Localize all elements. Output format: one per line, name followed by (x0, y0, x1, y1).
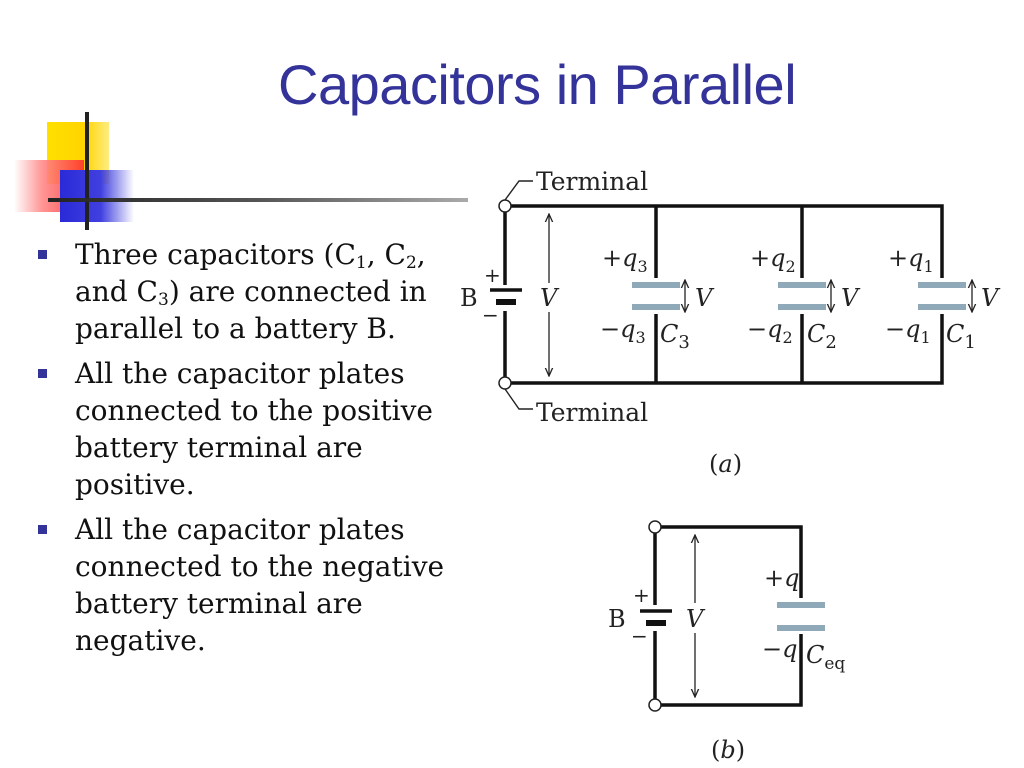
c2-minus-charge: −q2 (747, 315, 793, 347)
corner-decoration (0, 0, 470, 240)
bullet-square-icon (38, 525, 47, 534)
terminal-top-label: Terminal (536, 167, 648, 196)
terminal-bottom-node (498, 376, 512, 390)
battery-plus: + (484, 263, 501, 287)
c1-plus-charge: +q1 (888, 244, 934, 276)
slide-title: Capacitors in Parallel (278, 53, 797, 116)
c2-voltage: V (841, 284, 861, 312)
terminal-b-top-node (648, 520, 662, 534)
wire-a (503, 204, 944, 385)
battery-b-label: B (608, 605, 626, 633)
bullet-square-icon (38, 250, 47, 259)
battery-b-voltage: V (686, 605, 706, 633)
circuit-b: B + − V +q −q Ceq (b) (608, 520, 845, 764)
battery-voltage: V (540, 284, 560, 312)
c3-name: C3 (660, 320, 690, 353)
bullet-square-icon (38, 369, 47, 378)
battery-label: B (460, 284, 478, 312)
bullet-list: Three capacitors (C1, C2, and C3) are co… (34, 236, 454, 667)
bullet-item: All the capacitor plates connected to th… (34, 511, 454, 659)
bullet-item: Three capacitors (C1, C2, and C3) are co… (34, 236, 454, 347)
terminal-b-bottom-node (648, 698, 662, 712)
battery-b-plus: + (633, 583, 650, 607)
horizontal-rule (48, 198, 468, 202)
bullet-item: All the capacitor plates connected to th… (34, 355, 454, 503)
c3-minus-charge: −q3 (600, 315, 646, 347)
bullet-text: All the capacitor plates connected to th… (75, 357, 433, 501)
battery-b-minus: − (631, 624, 648, 648)
blue-square (60, 170, 134, 222)
battery-minus: − (482, 303, 499, 327)
c3-voltage: V (695, 284, 715, 312)
ceq-minus-charge: −q (762, 635, 797, 663)
terminal-bottom-label: Terminal (536, 398, 648, 427)
vertical-rule (85, 112, 89, 230)
bullet-text: Three capacitors (C1, C2, and C3) are co… (75, 238, 427, 345)
c1-name: C1 (946, 320, 976, 353)
c1-voltage: V (981, 284, 1001, 312)
caption-b: (b) (711, 736, 745, 764)
capacitor-c3: V +q3 −q3 C3 (600, 244, 715, 353)
c3-plus-charge: +q3 (602, 244, 648, 276)
wire-b (653, 525, 803, 707)
circuit-a: Terminal Terminal B + − V V +q3 −q3 (460, 167, 1001, 478)
c2-plus-charge: +q2 (750, 244, 796, 276)
caption-a: (a) (709, 450, 742, 478)
terminal-top-node (498, 199, 512, 213)
ceq-plus-charge: +q (764, 564, 799, 592)
c1-minus-charge: −q1 (885, 315, 931, 347)
capacitor-c1: V +q1 −q1 C1 (885, 244, 1001, 353)
c2-name: C2 (807, 320, 837, 353)
ceq-name: Ceq (806, 641, 845, 674)
bullet-text: All the capacitor plates connected to th… (75, 513, 445, 657)
capacitor-c2: V +q2 −q2 C2 (747, 244, 861, 353)
